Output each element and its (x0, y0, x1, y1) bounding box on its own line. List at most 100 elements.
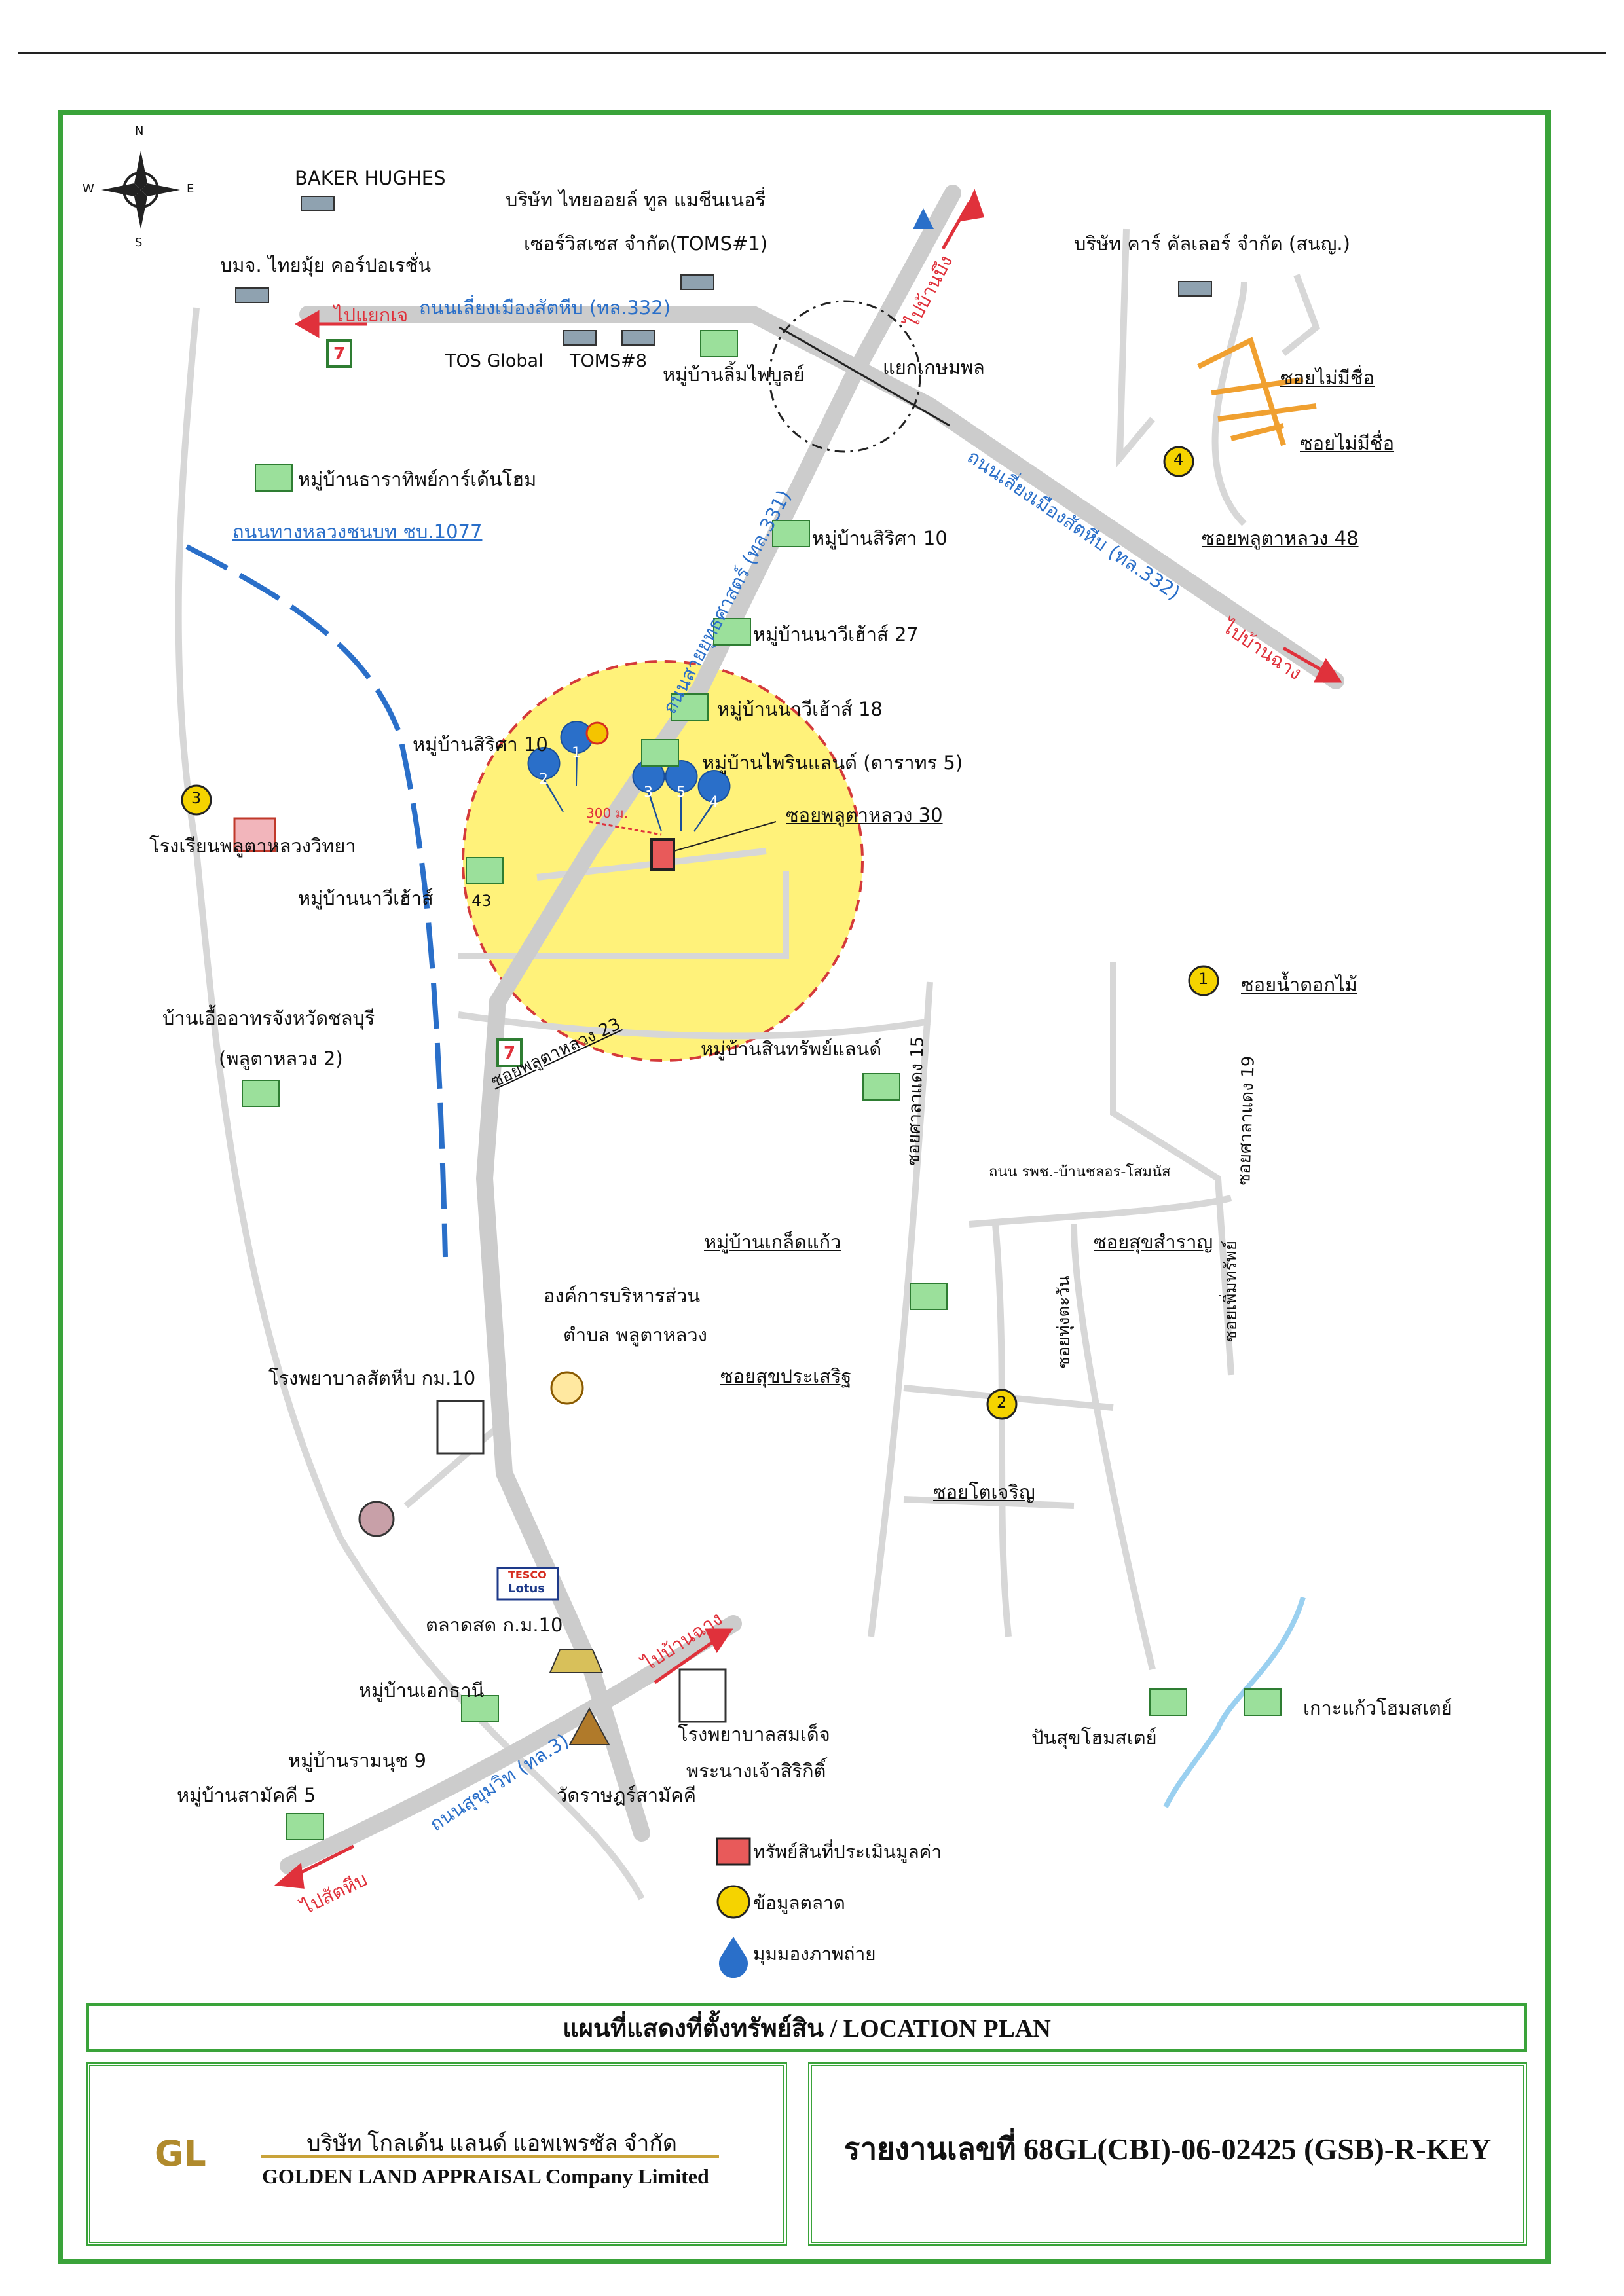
legend-view-swatch (719, 1937, 748, 1978)
legend-view-label: มุมมองภาพถ่าย (753, 1943, 876, 1965)
label-thai-oil-1: บริษัท ไทยออยล์ ทูล แมชีนเนอรี่ (506, 189, 766, 211)
report-panel: รายงานเลขที่ 68GL(CBI)-06-02425 (GSB)-R-… (808, 2062, 1527, 2246)
view-marker-5: 5 (676, 784, 686, 801)
canal (1163, 1596, 1306, 1808)
label-ramanut: หมู่บ้านรามนุช 9 (288, 1749, 426, 1772)
market-marker-1: 1 (1198, 970, 1209, 988)
view-marker-4: 4 (709, 794, 718, 811)
road-331 (475, 185, 961, 1842)
report-number: รายงานเลขที่ 68GL(CBI)-06-02425 (GSB)-R-… (843, 2132, 1492, 2166)
shell-logo-icon (585, 721, 609, 745)
subject-property (650, 838, 675, 871)
road-3 (280, 1615, 742, 1874)
label-navihouse-18: หมู่บ้านนาวีเฮ้าส์ 18 (717, 698, 883, 720)
label-sinsap-land: หมู่บ้านสินทรัพย์แลนด์ (701, 1038, 882, 1060)
label-tesco-1: TESCO (508, 1569, 547, 1581)
view-marker-3: 3 (644, 784, 653, 801)
label-kasempol: แยกเกษมพล (883, 356, 985, 378)
kasempol-intersection (768, 300, 921, 453)
school-icon (233, 817, 276, 852)
label-road-1077: ถนนทางหลวงชนบท ชบ.1077 (232, 520, 483, 543)
label-navihouse-43-no: 43 (471, 892, 492, 910)
tao-emblem-icon (550, 1371, 584, 1405)
label-soi-thungtawan: ซอยทุ่งตะวัน (1054, 1275, 1074, 1368)
view-marker-1: 1 (572, 745, 581, 761)
label-queen-hosp-1: โรงพยาบาลสมเด็จ (678, 1723, 830, 1745)
highways (280, 185, 1344, 1874)
label-soi-nam-dok-mai: ซอยน้ำดอกไม้ (1241, 974, 1357, 996)
legend-property-label: ทรัพย์สินที่ประเมินมูลค่า (753, 1841, 942, 1863)
label-soi-permsap: ซอยเพิ่มทรัพย์ (1221, 1240, 1241, 1342)
label-300m: 300 ม. (586, 805, 629, 821)
label-soi-nameless-2: ซอยไม่มีชื่อ (1300, 432, 1395, 454)
local-roads (175, 228, 1320, 1901)
location-plan-title: แผนที่แสดงที่ตั้งทรัพย์สิน / LOCATION PL… (86, 2003, 1527, 2052)
label-navihouse-27: หมู่บ้านนาวีเฮ้าส์ 27 (753, 623, 919, 646)
label-tao-2: ตำบล พลูตาหลวง (563, 1324, 707, 1346)
label-market: ตลาดสด ก.ม.10 (426, 1614, 563, 1636)
label-queen-hosp-2: พระนางเจ้าสิริกิติ์ (686, 1760, 826, 1782)
label-thai-oil-2: เซอร์วิสเซส จำกัด(TOMS#1) (524, 232, 768, 255)
market-stall-icon (549, 1649, 604, 1673)
compass-icon (101, 151, 180, 229)
page-top-rule (18, 52, 1606, 54)
label-phrin-land: หมู่บ้านไพรินแลนด์ (ดาราทร 5) (702, 752, 963, 774)
temple-icon (568, 1707, 610, 1745)
compass-e: E (187, 182, 194, 196)
company-panel: GL บริษัท โกลเด้น แลนด์ แอพเพรซัล จำกัด … (86, 2062, 787, 2246)
label-tesco-2: Lotus (508, 1582, 545, 1595)
legend-market-swatch (716, 1885, 750, 1919)
label-koh-kaeo: เกาะแก้วโฮมสเตย์ (1303, 1697, 1452, 1719)
company-name-th: บริษัท โกลเด้น แลนด์ แอพเพรซัล จำกัด (306, 2132, 677, 2156)
company-divider (261, 2155, 719, 2158)
label-car-cooler: บริษัท คาร์ คัลเลอร์ จำกัด (สนญ.) (1074, 232, 1350, 255)
label-soi-nameless-1: ซอยไม่มีชื่อ (1280, 367, 1375, 389)
rural-road-1077 (185, 544, 448, 1258)
hospital-icons (436, 1400, 727, 1723)
label-soi-suksamran: ซอยสุขสำราญ (1094, 1231, 1213, 1253)
compass-n: N (135, 124, 144, 138)
label-pluta-school: โรงเรียนพลูตาหลวงวิทยา (149, 835, 356, 857)
label-baan-ua-1: บ้านเอื้ออาทรจังหวัดชลบุรี (162, 1007, 375, 1029)
label-rd-hospital: ถนน รพช.-บ้านชลอร-โสมนัส (989, 1164, 1171, 1180)
legend-market-label: ข้อมูลตลาด (753, 1892, 845, 1914)
ptt-drop-icon (913, 208, 934, 229)
label-samakkhi: หมู่บ้านสามัคคี 5 (177, 1784, 316, 1806)
label-road-332-top: ถนนเลี่ยงเมืองสัตหีบ (ทล.332) (419, 297, 671, 319)
label-limpaiboon: หมู่บ้านลิ้มไพบูลย์ (663, 363, 805, 386)
label-navihouse-43: หมู่บ้านนาวีเฮ้าส์ (298, 887, 434, 909)
label-ekkathani: หมู่บ้านเอกธานี (359, 1679, 485, 1702)
label-soi-pluta-30: ซอยพลูตาหลวง 30 (786, 804, 943, 826)
company-logo-text: GL (155, 2133, 206, 2174)
district-seal-icon (358, 1501, 395, 1537)
label-tharathip: หมู่บ้านธาราทิพย์การ์เด้นโฮม (298, 468, 537, 490)
label-baker: BAKER HUGHES (295, 167, 446, 189)
label-baan-ua-2: (พลูตาหลวง 2) (219, 1048, 343, 1070)
label-sirisa-10: หมู่บ้านสิริศา 10 (413, 733, 548, 756)
market-marker-3: 3 (191, 789, 202, 807)
compass-w: W (83, 182, 94, 196)
legend-property-swatch (716, 1837, 751, 1866)
seven-eleven-logo: 7 (333, 344, 346, 364)
label-hosp-sattahip: โรงพยาบาลสัตหีบ กม.10 (268, 1367, 476, 1389)
view-pins (527, 721, 731, 832)
label-soi-sukprasert: ซอยสุขประเสริฐ (720, 1365, 852, 1387)
compass-s: S (135, 236, 143, 249)
seven-eleven-logo-2: 7 (504, 1044, 516, 1063)
label-klet-kaeo: หมู่บ้านเกล็ดแก้ว (704, 1231, 841, 1253)
house-icons (242, 330, 1282, 1840)
label-soi-tocharoen: ซอยโตเจริญ (933, 1481, 1035, 1503)
direction-arrows (274, 189, 1342, 1889)
label-tos-global: TOS Global (445, 351, 544, 371)
view-marker-2: 2 (539, 771, 548, 788)
map-frame (58, 110, 1551, 2264)
label-thaimui: บมจ. ไทยมุ้ย คอร์ปอเรชั่น (220, 254, 432, 276)
label-wat: วัดราษฎร์สามัคคี (557, 1784, 697, 1806)
label-to-yaek-jo: ไปแยกเจ (334, 304, 409, 326)
soi-grid (1197, 337, 1317, 446)
market-marker-4: 4 (1173, 450, 1184, 469)
building-icons (235, 196, 1212, 346)
road-332 (299, 306, 1344, 689)
tesco-logo (496, 1567, 559, 1601)
label-punsuk: ปันสุขโฮมสเตย์ (1031, 1726, 1157, 1749)
